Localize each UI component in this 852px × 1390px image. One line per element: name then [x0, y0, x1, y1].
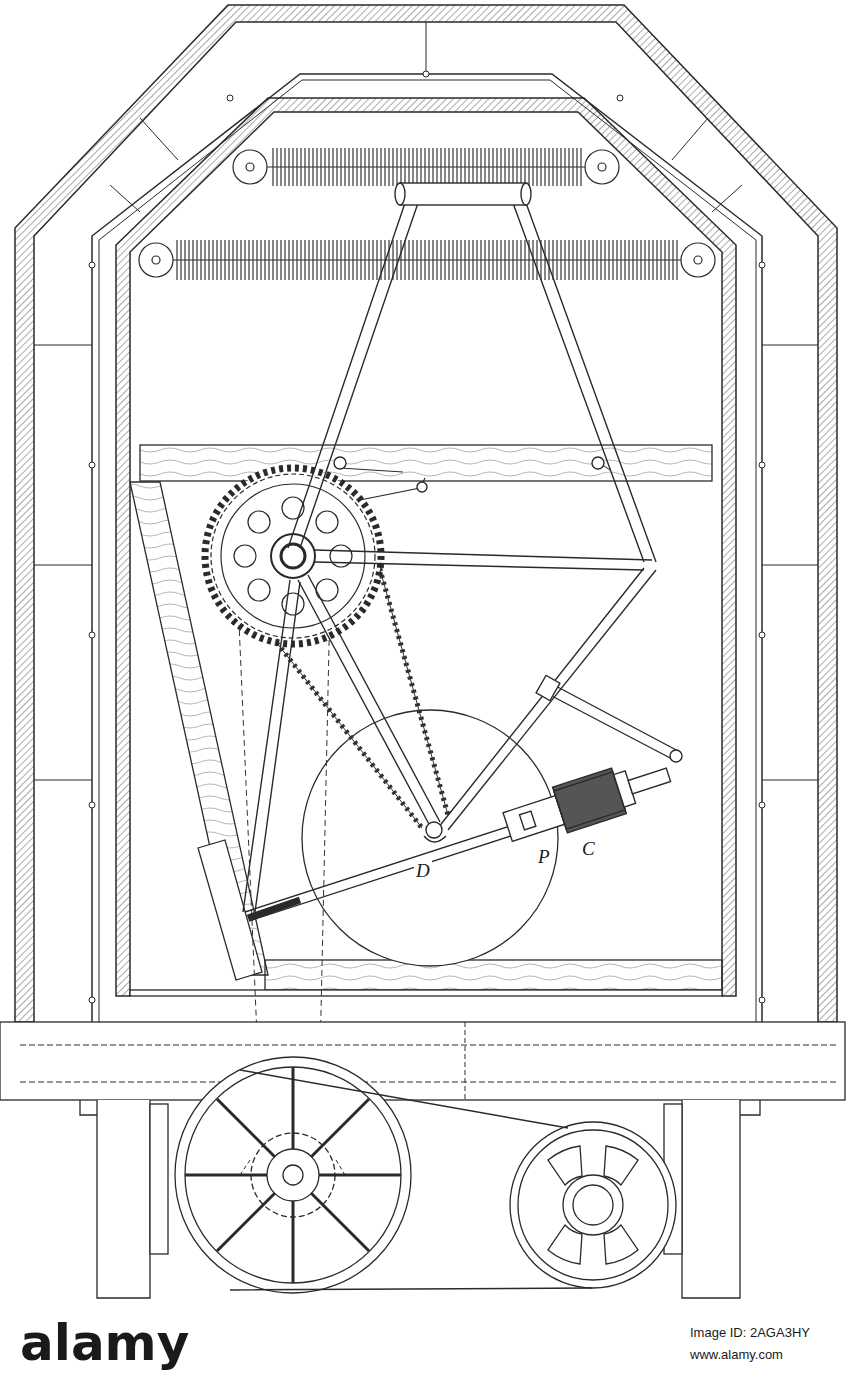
- pulley: [175, 1057, 676, 1293]
- wooden-beam: [130, 445, 722, 996]
- housing: [15, 5, 837, 1022]
- watermark: Image ID: 2AGA3HY: [690, 1326, 810, 1339]
- watermark: www.alamy.com: [690, 1348, 783, 1361]
- cylinder: [245, 752, 676, 921]
- watermark: alamy: [20, 1318, 189, 1368]
- heating-coil: [139, 148, 715, 280]
- part-label: C: [580, 838, 597, 859]
- part-label: P: [536, 846, 552, 867]
- part-label: D: [414, 860, 432, 881]
- base: [0, 1022, 845, 1298]
- bicycle-frame: [243, 183, 682, 912]
- sprocket: [205, 468, 381, 644]
